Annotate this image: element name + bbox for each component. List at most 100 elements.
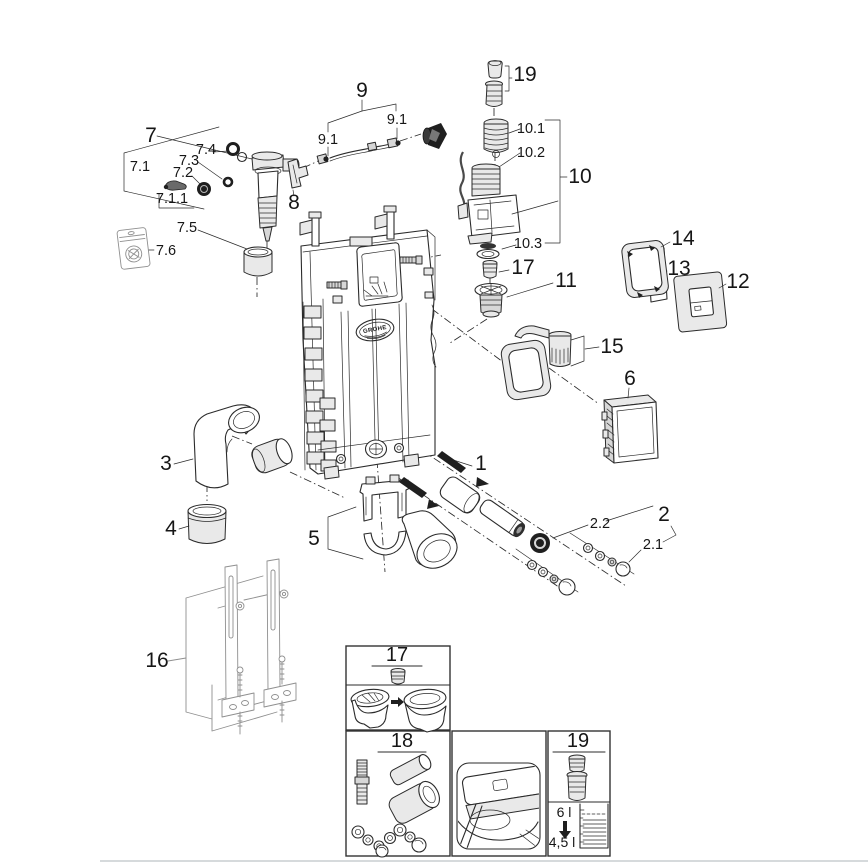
guide-channel-right xyxy=(398,302,410,463)
callout-7-2: 7.2 xyxy=(173,165,193,181)
side-bolt-right xyxy=(399,255,423,265)
reducer-cap xyxy=(487,60,503,79)
callout-7-3: 7.3 xyxy=(179,153,199,169)
knob-7-2 xyxy=(197,182,211,196)
guide-channel-left xyxy=(340,310,352,469)
clip-left xyxy=(332,295,343,304)
outlet-bend xyxy=(401,510,458,569)
internal-pipe xyxy=(371,308,379,441)
washer-7-4 xyxy=(226,142,240,156)
cup-7-5 xyxy=(243,246,273,277)
callout-16: 16 xyxy=(145,649,168,672)
callout-2-1: 2.1 xyxy=(643,537,663,553)
flush-valve-assembly xyxy=(457,163,521,260)
part-4-spigot: 4 xyxy=(165,503,227,544)
cistern-tank-body: GROHE xyxy=(299,205,437,480)
brand-logo-text: GROHE xyxy=(363,325,388,335)
callout-11: 11 xyxy=(555,269,577,292)
top-latch xyxy=(349,236,373,247)
callout-3: 3 xyxy=(160,452,172,475)
callout-10-2: 10.2 xyxy=(517,145,545,161)
condensate-container xyxy=(548,331,572,367)
group-10-flush-valve: 10.1 10.2 10 10.3 xyxy=(457,118,592,260)
part-15-gasket-set: 15 xyxy=(500,325,624,401)
part-5-pipe-clamp: 5 xyxy=(308,474,411,560)
inset-18-pipe-icon xyxy=(389,754,432,786)
rail-right xyxy=(263,558,297,708)
inset-18-stud-icon xyxy=(354,759,370,805)
group-1-fixing-screws: 1 xyxy=(399,451,526,538)
callout-17: 17 xyxy=(511,256,534,279)
nut xyxy=(607,557,617,567)
inset-19-cap-icon xyxy=(568,754,586,773)
gasket-arm xyxy=(514,325,550,339)
inset-18-washers xyxy=(351,823,427,858)
side-bolt-left xyxy=(326,280,348,290)
callout-6: 6 xyxy=(624,367,636,390)
inlet-elbow-fitting xyxy=(422,123,447,149)
inset-18-title: 18 xyxy=(391,730,413,752)
volume-to-label: 4,5 l xyxy=(549,834,575,850)
side-rib-ladder xyxy=(302,298,337,472)
cap xyxy=(615,561,631,577)
part-16-wall-brackets: 16 xyxy=(145,558,297,735)
callout-9-1-left: 9.1 xyxy=(318,132,338,148)
callout-19: 19 xyxy=(513,63,536,86)
cable-10-2 xyxy=(459,151,466,211)
part-8-bracket: 8 xyxy=(287,158,309,214)
tank-bottom-ports xyxy=(317,434,431,480)
connector-sleeve xyxy=(251,438,293,474)
inset-panels: 17 18 xyxy=(345,644,611,858)
mounting-tab-right xyxy=(374,205,397,240)
washer xyxy=(526,559,538,571)
callout-15: 15 xyxy=(600,335,623,358)
oring-7-4 xyxy=(236,151,248,163)
callout-5: 5 xyxy=(308,527,320,550)
inset-18-socket-icon xyxy=(388,780,440,824)
rail-left xyxy=(221,564,255,718)
callout-12: 12 xyxy=(726,270,749,293)
inset-17-toilet-after xyxy=(403,688,447,733)
washer-7-3 xyxy=(222,176,234,188)
volume-from-label: 6 l xyxy=(557,804,572,820)
callout-2-2: 2.2 xyxy=(590,516,610,532)
callout-10-3: 10.3 xyxy=(514,236,542,252)
washer xyxy=(594,550,606,562)
part-12-actuation-plate: 12 xyxy=(673,270,750,333)
tank-volume-icon xyxy=(579,803,609,849)
part-3-flush-bend: 3 xyxy=(160,404,293,489)
mounting-tab-left xyxy=(299,211,322,247)
inset-19-title: 19 xyxy=(567,730,589,752)
callout-13: 13 xyxy=(667,257,690,280)
callout-9-1-right: 9.1 xyxy=(387,112,407,128)
part-14-frame: 14 xyxy=(621,227,695,298)
part-19-reducer-top: 19 xyxy=(485,60,537,107)
package-7-6 xyxy=(116,227,151,270)
group-9-hose: 9 9.1 9.1 xyxy=(316,79,447,165)
hose-coupler xyxy=(366,141,378,152)
washer xyxy=(537,566,549,578)
washer xyxy=(582,542,594,554)
cap xyxy=(558,578,576,596)
callout-2: 2 xyxy=(658,503,670,526)
brand-logo: GROHE xyxy=(355,318,395,342)
callout-14: 14 xyxy=(671,227,695,250)
part-11-valve-seat: 11 xyxy=(474,269,577,318)
callout-7-5: 7.5 xyxy=(177,220,197,236)
callout-8: 8 xyxy=(288,191,300,214)
callout-4: 4 xyxy=(165,517,177,540)
seal-10-3 xyxy=(480,243,496,249)
sleeve-1 xyxy=(439,476,481,514)
callout-1: 1 xyxy=(475,452,487,475)
group-2-small-parts: 2 2.2 2.1 xyxy=(515,503,677,596)
callout-7: 7 xyxy=(145,124,157,147)
part-6-protection-box: 6 xyxy=(601,367,659,464)
down-arrow-icon xyxy=(559,821,571,839)
callout-7-4: 7.4 xyxy=(196,142,216,158)
callout-7-6: 7.6 xyxy=(156,243,176,259)
inset-17-title: 17 xyxy=(386,644,408,666)
bearing-2-2 xyxy=(530,533,550,553)
callout-7-1: 7.1 xyxy=(130,159,150,175)
inset-19-insert-icon xyxy=(566,771,588,801)
